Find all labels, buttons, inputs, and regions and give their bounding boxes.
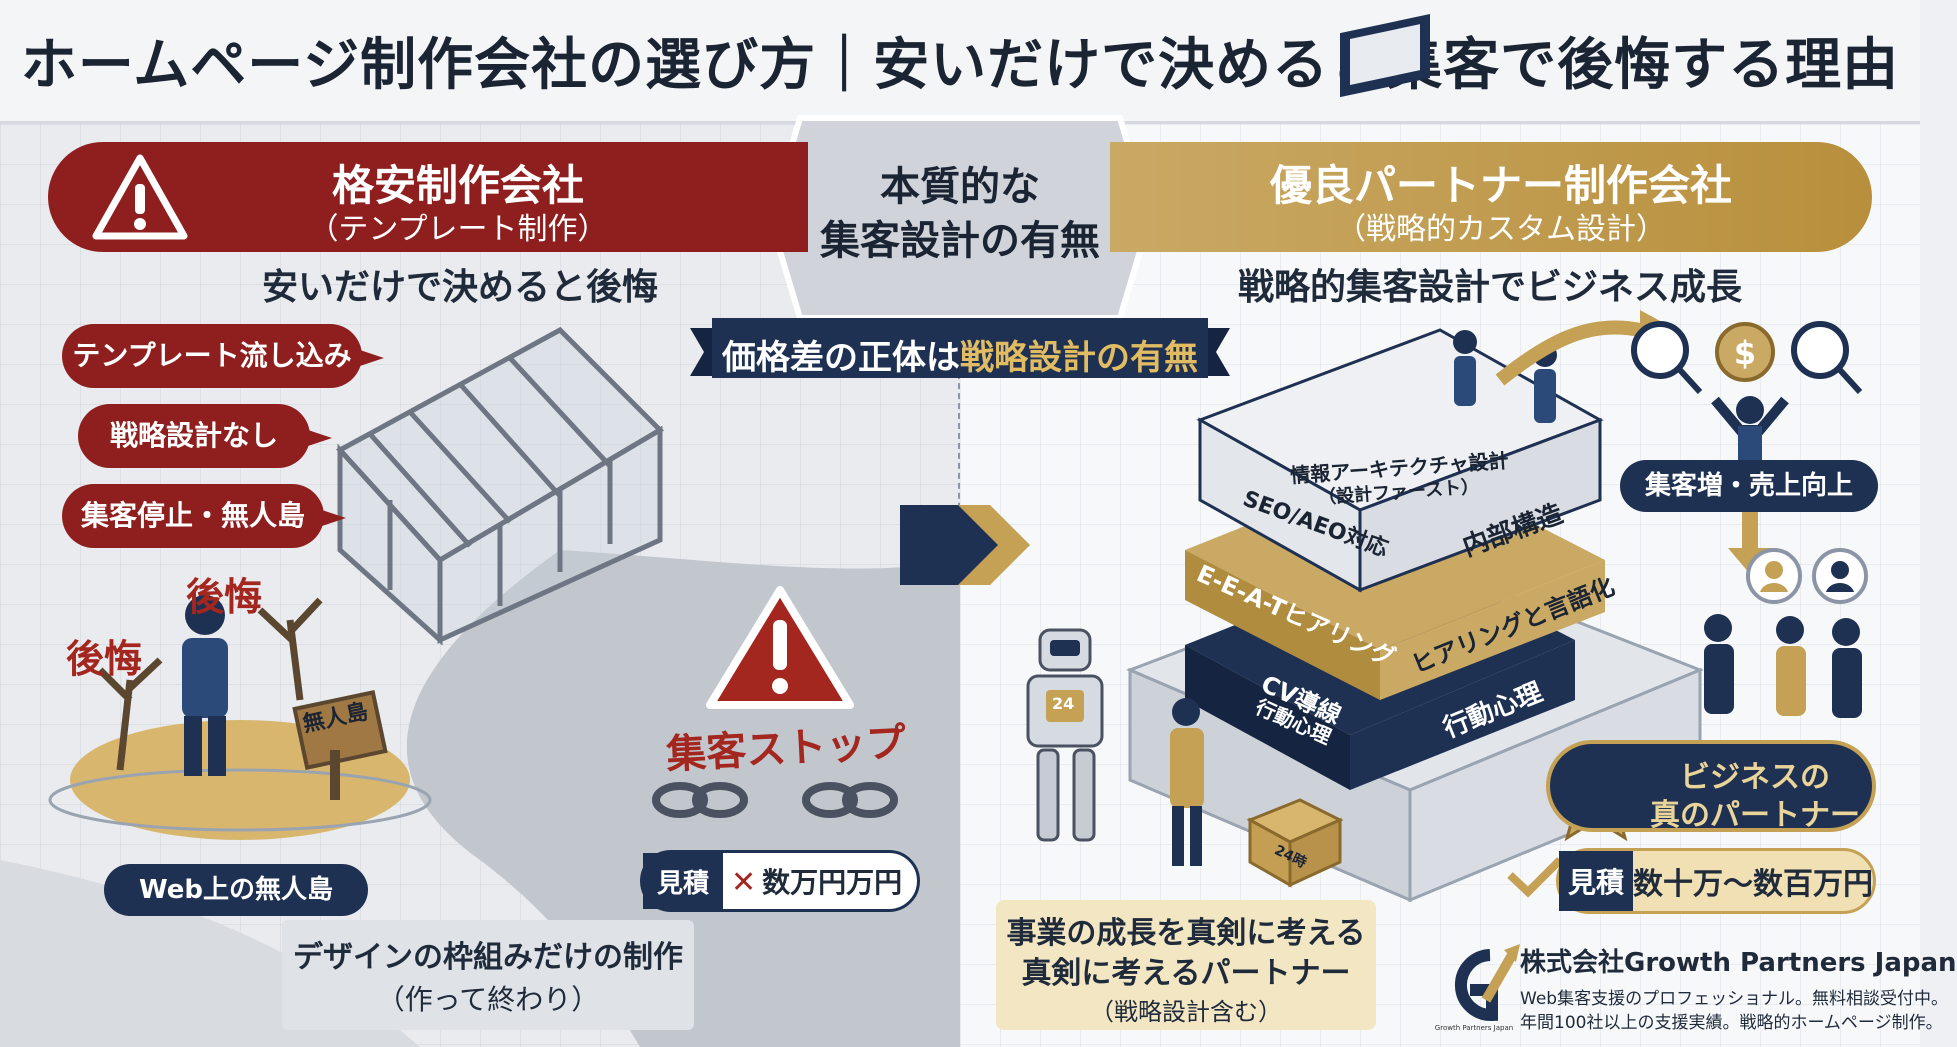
title-bar: ホームページ制作会社の選び方｜安いだけで決めると集客で後悔する理由 (0, 0, 1920, 124)
partner-estimate-value: 数十万〜数百万円 (1633, 867, 1873, 902)
budget-estimate-label: 見積 (643, 853, 723, 909)
serious-partner-line-2: 真剣に考えるパートナー (1021, 956, 1351, 991)
partner-growth-heading: 戦略的集客設計でビジネス成長 (1237, 267, 1742, 308)
partner-estimate: 見積 数十万〜数百万円 (1556, 848, 1876, 914)
cross-icon: ✕ (731, 865, 757, 900)
true-partner-line-2: 真のパートナー (1650, 798, 1860, 833)
bubble-no-strategy: 戦略設計なし (78, 404, 332, 468)
sales-up-label: 集客増・売上向上 (1620, 460, 1878, 512)
price-gap-ribbon (690, 318, 1230, 378)
web-island-label: Web上の無人島 (104, 864, 368, 916)
center-caption: 本質的な 集客設計の有無 (770, 160, 1150, 268)
company-desc-1: Web集客支援のプロフェッショナル。無料相談受付中。 (1520, 989, 1949, 1009)
bubble-template: テンプレート流し込み (62, 324, 384, 388)
worker-person-icon (1170, 698, 1204, 866)
budget-company-subtitle: （テンプレート制作） (308, 212, 608, 247)
robot-badge: 24 (1052, 694, 1075, 713)
avatar-icon (1746, 548, 1868, 604)
budget-company-title: 格安制作会社 (331, 161, 584, 210)
svg-text:$: $ (1734, 334, 1756, 372)
worried-person-icon (182, 595, 228, 776)
budget-estimate-value: ✕数万円万円 (723, 861, 917, 901)
growth-arrow-icon (1495, 320, 1642, 386)
partner-company-banner: 優良パートナー制作会社 （戦略的カスタム設計） (1110, 142, 1872, 252)
budget-company-banner: 格安制作会社 （テンプレート制作） (48, 142, 808, 252)
serious-partner-line-3: （戦略設計含む） (1090, 998, 1282, 1026)
design-only-line-1: デザインの枠組みだけの制作 (293, 940, 683, 975)
company-logo-tag: Growth Partners Japan (1434, 1024, 1514, 1032)
island-sign-icon (292, 689, 388, 800)
budget-estimate: 見積 ✕数万円万円 (640, 850, 920, 912)
ribbon-prefix: 価格差の正体は (722, 338, 960, 378)
broken-chain-icon (652, 782, 898, 818)
true-partner-badge: ビジネスの 真のパートナー (1546, 740, 1876, 833)
serious-partner-note: 事業の成長を真剣に考える 真剣に考えるパートナー （戦略設計含む） (996, 900, 1376, 1030)
price-gap-caption: 価格差の正体は戦略設計の有無 (690, 330, 1230, 379)
regret-label-2: 後悔 (66, 637, 143, 681)
warning-icon (92, 154, 188, 240)
partner-company-title: 優良パートナー制作会社 (1269, 161, 1732, 210)
strategy-stack-icon (1185, 328, 1605, 790)
cardboard-box-icon (1246, 798, 1344, 888)
page-title: ホームページ制作会社の選び方｜安いだけで決めると集客で後悔する理由 (20, 33, 1900, 98)
analytics-search-icon (1791, 321, 1863, 395)
coin-icon: $ (1715, 322, 1775, 382)
analyst-person-icon (1453, 330, 1557, 423)
search-icon (1631, 321, 1703, 395)
company-info: 株式会社Growth Partners Japan Web集客支援のプロフェッシ… (1430, 940, 1957, 1040)
ribbon-highlight: 戦略設計の有無 (960, 338, 1198, 378)
monitor-icon (1340, 14, 1430, 98)
handshake-people-icon (1704, 614, 1862, 718)
celebrating-person-icon (1711, 396, 1789, 462)
partner-estimate-label: 見積 (1559, 851, 1633, 911)
glass-house-icon (336, 326, 665, 646)
partner-company-subtitle: （戦略的カスタム設計） (1336, 212, 1666, 247)
company-name: 株式会社Growth Partners Japan (1520, 948, 1957, 978)
regret-label-1: 後悔 (186, 575, 263, 619)
serious-partner-line-1: 事業の成長を真剣に考える (1006, 916, 1366, 951)
center-line-2: 集客設計の有無 (820, 218, 1100, 264)
dead-tree-icon (97, 597, 323, 771)
true-partner-line-1: ビジネスの (1680, 760, 1830, 795)
robot-icon (1026, 628, 1104, 842)
budget-estimate-amount: 数万円万円 (762, 866, 903, 899)
design-only-line-2: （作って終わり） (376, 983, 600, 1016)
check-icon (1507, 857, 1563, 898)
warning-triangle-icon (706, 586, 854, 709)
company-logo-icon (1455, 944, 1520, 1021)
company-desc-2: 年間100社以上の支援実績。戦略的ホームページ制作。 (1520, 1013, 1943, 1033)
design-only-note: デザインの枠組みだけの制作 （作って終わり） (282, 920, 694, 1030)
center-line-1: 本質的な (880, 164, 1040, 210)
bubble-island: 集客停止・無人島 (62, 484, 346, 548)
budget-regret-heading: 安いだけで決めると後悔 (261, 267, 658, 308)
